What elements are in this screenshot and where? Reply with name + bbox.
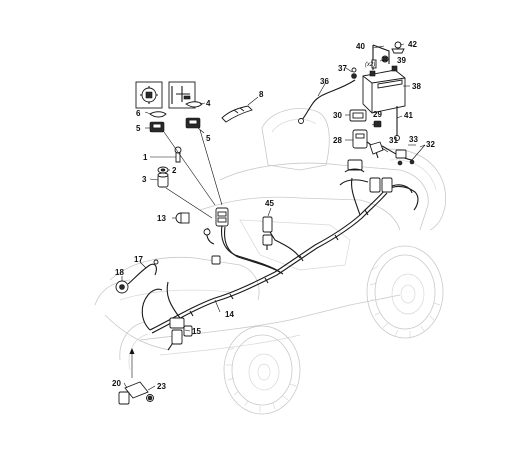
callout-30: 30: [333, 111, 342, 120]
battery-cable-41: [394, 106, 400, 141]
connector-33: [395, 149, 415, 166]
connector-45-group: [262, 216, 273, 250]
headlight-wire-17: [127, 259, 159, 285]
callout-4: 4: [206, 99, 211, 108]
assembly-arrow: [129, 348, 135, 378]
callout-36: 36: [320, 77, 329, 86]
ignition-switch-3: [157, 172, 169, 188]
callout-6: 6: [136, 109, 141, 118]
callout-14: 14: [225, 310, 234, 319]
nut-2: [157, 166, 169, 174]
callout-38: 38: [412, 82, 421, 91]
callout-13: 13: [157, 214, 166, 223]
front-left-wheel: [119, 321, 149, 371]
quantity-note: (x2): [365, 62, 375, 68]
callout-41: 41: [404, 111, 413, 120]
callout-29: 29: [373, 110, 382, 119]
leader-lines: [121, 43, 426, 391]
callout-18: 18: [115, 268, 124, 277]
fuse-holder-30: [349, 109, 367, 122]
callout-33: 33: [409, 135, 418, 144]
callout-42: 42: [408, 40, 417, 49]
callout-20: 20: [112, 379, 121, 388]
bolts-37: [351, 67, 357, 79]
switch-5-left: [149, 121, 165, 133]
callout-39: 39: [397, 56, 406, 65]
callout-5-right: 5: [206, 134, 211, 143]
callout-5-left: 5: [136, 124, 141, 133]
fuse-29: [373, 120, 382, 128]
decal-strip-6: [149, 111, 167, 118]
terminal-42: [391, 41, 405, 54]
callout-17: 17: [134, 255, 143, 264]
rear-wheel: [366, 245, 444, 339]
callout-40: 40: [356, 42, 365, 51]
connector-15: [169, 317, 193, 345]
hour-meter-13: [175, 212, 190, 224]
relay-31: [369, 141, 413, 161]
terminal-39: [381, 55, 389, 63]
ignition-key: [174, 146, 182, 163]
callout-numbers: 40 42 39 37 (x2) 38 36 41 30 29 28 31 33…: [112, 40, 435, 391]
ignition-connector-cluster: [203, 207, 229, 265]
callout-15: 15: [192, 327, 201, 336]
callout-28: 28: [333, 136, 342, 145]
decal-strip-4: [185, 101, 203, 108]
callout-23: 23: [157, 382, 166, 391]
callout-31: 31: [389, 136, 398, 145]
callout-8: 8: [259, 90, 264, 99]
callout-2: 2: [172, 166, 177, 175]
callout-45: 45: [265, 199, 274, 208]
callout-37: 37: [338, 64, 347, 73]
front-wheel: [223, 325, 301, 415]
callout-1: 1: [143, 153, 148, 162]
rear-connectors: [339, 159, 413, 194]
decal-6: [135, 81, 163, 109]
sensor-20-23: [118, 381, 154, 405]
cable-sleeve-8: [221, 105, 253, 123]
switch-5-right: [185, 117, 201, 129]
battery-cable-36: [298, 79, 356, 124]
battery: [362, 65, 406, 114]
headlight-18: [115, 280, 129, 294]
callout-3: 3: [142, 175, 147, 184]
callout-32: 32: [426, 140, 435, 149]
